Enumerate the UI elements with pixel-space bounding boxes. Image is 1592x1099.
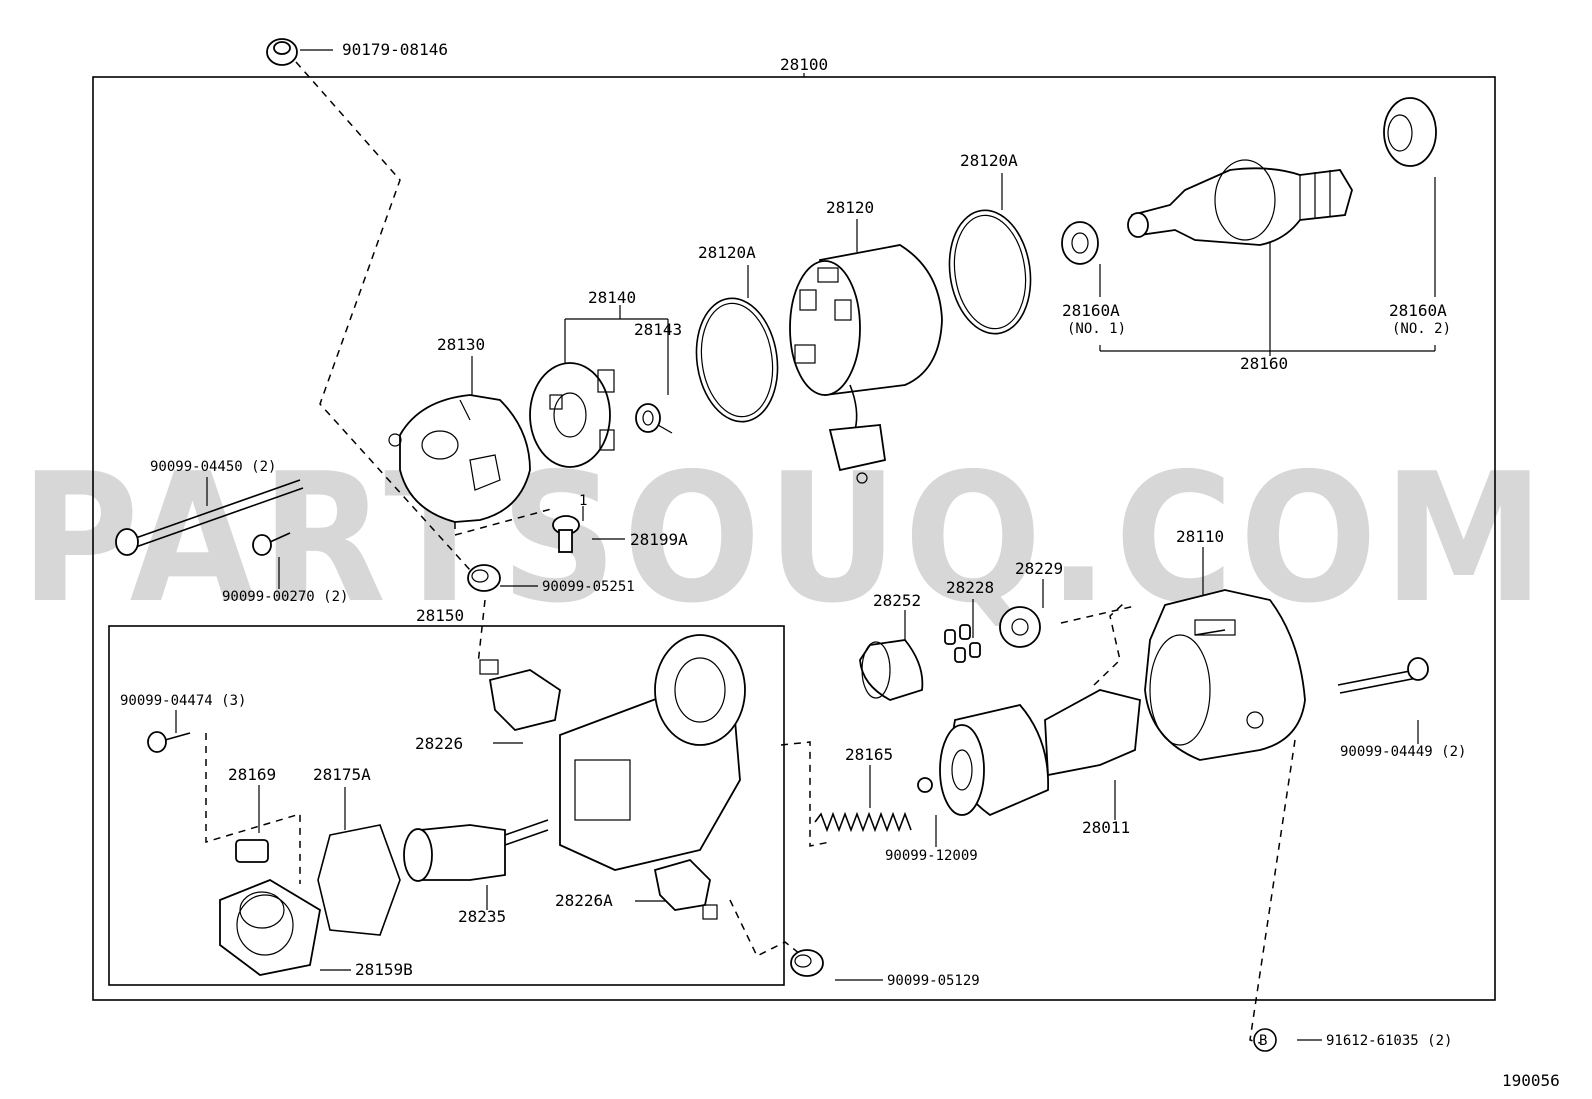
terminal-28226a bbox=[653, 858, 718, 920]
label-90099-04450: 90099-04450 (2) bbox=[150, 459, 276, 475]
label-90099-05251: 90099-05251 bbox=[542, 579, 635, 595]
label-28120a-left: 28120A bbox=[698, 243, 756, 262]
ball-90099-12009 bbox=[917, 777, 933, 793]
label-28228: 28228 bbox=[946, 578, 994, 597]
label-28199a: 28199A bbox=[630, 530, 688, 549]
assembly-frame-28150 bbox=[108, 625, 785, 986]
label-90099-00270: 90099-00270 (2) bbox=[222, 589, 348, 605]
armature-28160 bbox=[1127, 159, 1353, 246]
label-callout-b: B bbox=[1259, 1033, 1267, 1049]
label-91612-61035: 91612-61035 (2) bbox=[1326, 1033, 1452, 1049]
label-28120: 28120 bbox=[826, 198, 874, 217]
rollers-28228 bbox=[944, 624, 981, 663]
assembly-frame-28100 bbox=[92, 76, 1496, 1001]
label-28130: 28130 bbox=[437, 335, 485, 354]
watermark-text: PARTSOUQ.COM bbox=[20, 435, 1550, 642]
cover-28159b bbox=[219, 878, 321, 976]
label-28226a: 28226A bbox=[555, 891, 613, 910]
leader-lines bbox=[175, 49, 1436, 1041]
brush-spring-28143 bbox=[635, 403, 673, 434]
grommet-90099-05251 bbox=[467, 564, 501, 592]
o-ring-28120a-right bbox=[948, 209, 1032, 335]
label-28159b: 28159B bbox=[355, 960, 413, 979]
label-90099-04449: 90099-04449 (2) bbox=[1340, 744, 1466, 760]
label-28252: 28252 bbox=[873, 591, 921, 610]
part-28229 bbox=[999, 606, 1041, 648]
callout-b-circle bbox=[1253, 1028, 1277, 1052]
yoke-28120 bbox=[789, 244, 943, 484]
commutator-end-frame-28130 bbox=[388, 394, 531, 523]
label-90179-08146: 90179-08146 bbox=[342, 40, 448, 59]
grommet-90099-05129 bbox=[790, 949, 824, 977]
bolt-90099-04449 bbox=[1337, 657, 1429, 694]
through-bolt-90099-04450 bbox=[115, 479, 304, 556]
label-28229: 28229 bbox=[1015, 559, 1063, 578]
plunger-28235 bbox=[403, 819, 549, 882]
idler-gear-28252 bbox=[859, 639, 924, 701]
label-28175a: 28175A bbox=[313, 765, 371, 784]
spring-28165 bbox=[814, 811, 912, 833]
o-ring-28120a-left bbox=[695, 297, 779, 423]
label-28160a-no2: 28160A bbox=[1389, 301, 1447, 320]
label-28199a-qty: 1 bbox=[579, 493, 587, 509]
bearing-28160a-no2 bbox=[1383, 97, 1437, 167]
nut-90179-08146 bbox=[266, 38, 298, 66]
brush-holder-28140 bbox=[529, 362, 615, 468]
gasket-28175a bbox=[317, 824, 401, 936]
label-28165: 28165 bbox=[845, 745, 893, 764]
label-90099-04474: 90099-04474 (3) bbox=[120, 693, 246, 709]
label-28150: 28150 bbox=[416, 606, 464, 625]
label-28140: 28140 bbox=[588, 288, 636, 307]
label-28143: 28143 bbox=[634, 320, 682, 339]
bolt-28199a bbox=[552, 515, 580, 553]
label-28160a-no1-suffix: (NO. 1) bbox=[1067, 321, 1126, 337]
terminal-28226 bbox=[479, 659, 561, 731]
label-28011: 28011 bbox=[1082, 818, 1130, 837]
label-28226: 28226 bbox=[415, 734, 463, 753]
part-28169 bbox=[235, 839, 269, 863]
diagram-id: 190056 bbox=[1502, 1071, 1560, 1090]
screw-90099-04474 bbox=[147, 731, 191, 753]
label-28110: 28110 bbox=[1176, 527, 1224, 546]
label-28235: 28235 bbox=[458, 907, 506, 926]
label-28160a-no1: 28160A bbox=[1062, 301, 1120, 320]
starter-clutch-28011 bbox=[939, 689, 1141, 817]
label-28169: 28169 bbox=[228, 765, 276, 784]
label-90099-12009: 90099-12009 bbox=[885, 848, 978, 864]
starter-housing-28110 bbox=[1144, 589, 1306, 761]
label-28160a-no2-suffix: (NO. 2) bbox=[1392, 321, 1451, 337]
label-28120a-right: 28120A bbox=[960, 151, 1018, 170]
label-28160: 28160 bbox=[1240, 354, 1288, 373]
label-28100: 28100 bbox=[780, 55, 828, 74]
magnetic-switch-housing bbox=[559, 634, 746, 871]
screw-90099-00270 bbox=[252, 532, 291, 556]
part-number-labels: 90179-08146 28100 28120A 28120 28120A 28… bbox=[120, 40, 1560, 1090]
bearing-28160a-no1 bbox=[1061, 221, 1099, 265]
label-90099-05129: 90099-05129 bbox=[887, 973, 980, 989]
